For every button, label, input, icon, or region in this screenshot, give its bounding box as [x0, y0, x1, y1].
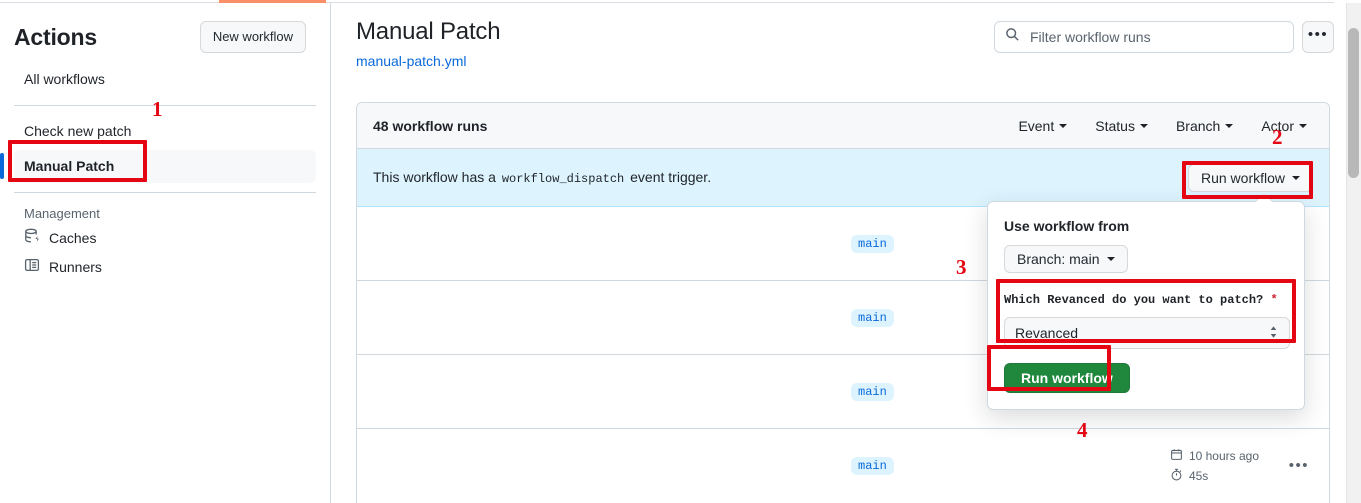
branch-selector-label: Branch: main: [1017, 251, 1100, 267]
workflow-file-link[interactable]: manual-patch.yml: [356, 53, 467, 69]
search-input[interactable]: [1028, 28, 1283, 46]
main-header-actions: •••: [994, 17, 1334, 72]
select-stepper-icon: [1268, 325, 1279, 342]
sidebar-item-runners[interactable]: Runners: [0, 252, 330, 281]
branch-badge[interactable]: main: [851, 309, 894, 327]
row-duration-label: 45s: [1188, 469, 1209, 483]
sidebar-item-caches-label: Caches: [49, 229, 97, 246]
workflow-input-select[interactable]: Revanced: [1004, 317, 1290, 349]
workflow-dispatch-banner: This workflow has a workflow_dispatch ev…: [357, 149, 1329, 207]
sidebar: Actions New workflow All workflows Check…: [0, 3, 331, 503]
sidebar-workflow-list: All workflows: [0, 63, 330, 96]
dispatch-text-after: event trigger.: [630, 169, 712, 185]
page-title: Manual Patch: [356, 18, 501, 45]
runners-icon: [24, 257, 40, 276]
sidebar-item-check-new-patch[interactable]: Check new patch: [24, 123, 132, 139]
branch-badge[interactable]: main: [851, 383, 894, 401]
workflow-runs-card: 48 workflow runs Event Status Branch: [356, 102, 1330, 503]
sidebar-item-manual-patch[interactable]: Manual Patch: [0, 150, 316, 183]
filter-event[interactable]: Event: [1018, 117, 1068, 134]
table-row[interactable]: main: [357, 207, 1329, 281]
sidebar-workflow-list-2: Check new patch Manual Patch: [0, 115, 330, 183]
new-workflow-button[interactable]: New workflow: [199, 21, 306, 53]
row-duration: 45s: [1170, 468, 1259, 484]
dispatch-banner-text: This workflow has a workflow_dispatch ev…: [373, 169, 1188, 186]
cache-icon: [24, 228, 40, 247]
workflow-input-select-value: Revanced: [1015, 325, 1079, 341]
main-header: Manual Patch manual-patch.yml •••: [332, 3, 1334, 72]
run-workflow-submit-button[interactable]: Run workflow: [1004, 363, 1130, 393]
scrollbar-gap: [1334, 3, 1346, 503]
workflow-runs-toolbar: 48 workflow runs Event Status Branch: [357, 103, 1329, 149]
row-meta: 10 hours ago 45s: [1170, 429, 1259, 503]
run-workflow-panel: Use workflow from Branch: main Which Rev…: [987, 201, 1305, 410]
chevron-down-icon: [1059, 123, 1068, 128]
scrollbar-track[interactable]: [1346, 3, 1361, 503]
table-row[interactable]: main: [357, 281, 1329, 355]
main-content: Manual Patch manual-patch.yml •••: [332, 3, 1334, 503]
sidebar-title: Actions: [14, 23, 97, 50]
filter-branch-label: Branch: [1175, 117, 1221, 134]
branch-badge[interactable]: main: [851, 235, 894, 253]
chevron-down-icon: [1225, 123, 1234, 128]
workflow-input-question: Which Revanced do you want to patch? *: [1004, 291, 1288, 309]
filter-actor[interactable]: Actor: [1261, 118, 1307, 134]
workflow-runs-filters: Event Status Branch Actor: [1018, 118, 1313, 134]
search-icon: [1005, 27, 1020, 47]
chevron-down-icon: [1292, 175, 1300, 180]
run-workflow-dropdown-button[interactable]: Run workflow: [1187, 163, 1313, 192]
page-loading-bar: [219, 0, 326, 4]
sidebar-divider-2: [14, 192, 316, 193]
chevron-down-icon: [1299, 123, 1307, 128]
sidebar-item-all-workflows[interactable]: All workflows: [24, 71, 105, 87]
row-age: 10 hours ago: [1170, 448, 1259, 464]
branch-badge[interactable]: main: [851, 457, 894, 475]
workflow-input-question-label: Which Revanced do you want to patch?: [1004, 293, 1264, 307]
filter-status-label: Status: [1095, 117, 1135, 134]
sidebar-item-caches[interactable]: Caches: [0, 223, 330, 252]
calendar-icon: [1170, 448, 1183, 464]
run-workflow-dropdown-label: Run workflow: [1200, 169, 1285, 186]
dispatch-event-code: workflow_dispatch: [501, 172, 625, 186]
sidebar-section-management: Management: [24, 206, 100, 221]
use-workflow-from-label: Use workflow from: [1004, 218, 1130, 234]
required-marker: *: [1270, 293, 1278, 307]
more-options-button[interactable]: •••: [1302, 21, 1334, 53]
dispatch-text-before: This workflow has a: [373, 169, 496, 185]
filter-branch[interactable]: Branch: [1175, 117, 1234, 134]
workflow-runs-count: 48 workflow runs: [373, 117, 488, 134]
sidebar-divider-1: [14, 105, 316, 106]
table-row[interactable]: main 10 hours ago: [357, 429, 1329, 503]
row-age-label: 10 hours ago: [1188, 449, 1259, 463]
run-workflow-panel-body: Use workflow from Branch: main Which Rev…: [988, 202, 1304, 409]
scrollbar-thumb[interactable]: [1348, 28, 1359, 178]
stopwatch-icon: [1170, 468, 1183, 484]
main-header-titles: Manual Patch manual-patch.yml: [356, 17, 994, 72]
filter-event-label: Event: [1018, 117, 1055, 134]
filter-actor-label: Actor: [1261, 117, 1294, 134]
chevron-down-icon: [1139, 123, 1148, 128]
sidebar-header: Actions New workflow: [0, 3, 330, 63]
search-box[interactable]: [994, 21, 1294, 53]
chevron-down-icon: [1107, 257, 1116, 261]
branch-selector-button[interactable]: Branch: main: [1004, 245, 1129, 273]
filter-status[interactable]: Status: [1095, 118, 1148, 134]
sidebar-item-runners-label: Runners: [49, 258, 102, 275]
top-divider: [0, 2, 1334, 3]
row-more-options-button[interactable]: •••: [1288, 457, 1309, 474]
